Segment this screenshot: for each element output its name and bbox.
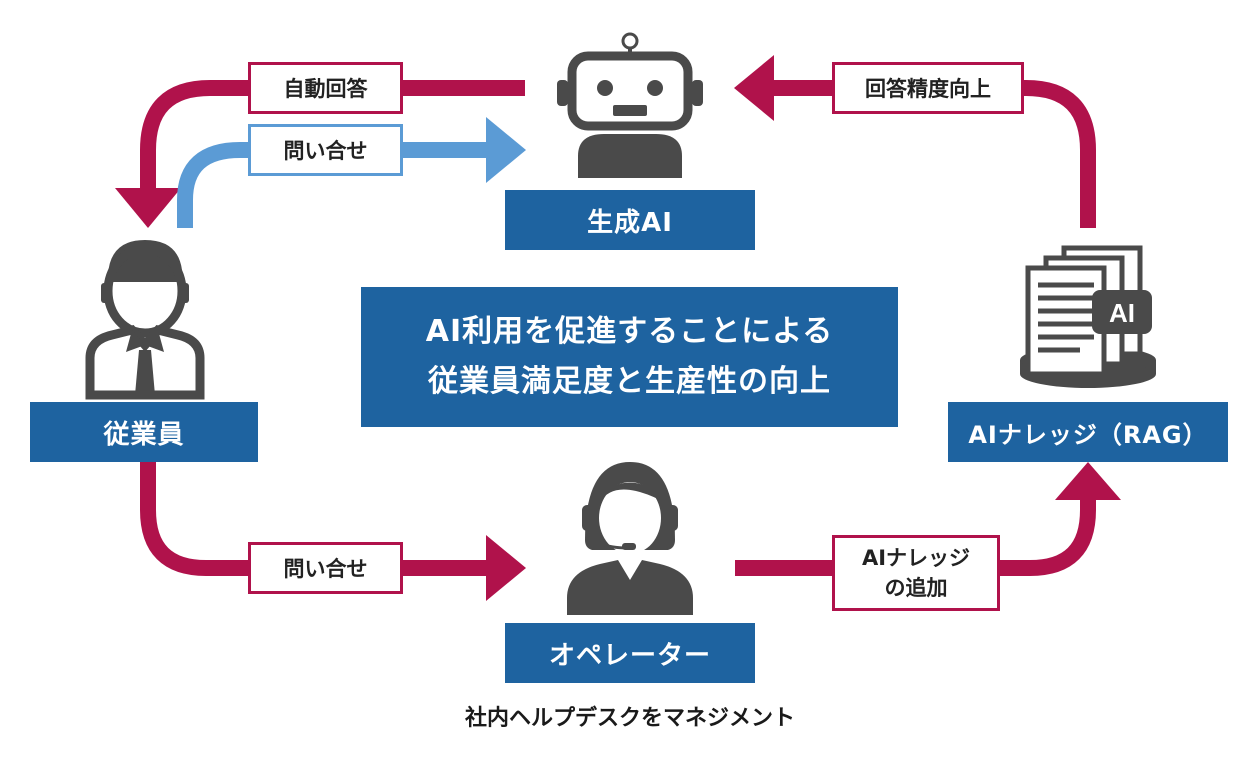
tag-add-knowledge-line2: の追加 [884,576,948,600]
businessman-icon [85,240,205,400]
center-message-line1: AI利用を促進することによる [425,314,834,349]
arrow-auto-answer [140,80,525,190]
headset-operator-icon [567,462,693,615]
arrow-inquiry-operator [140,462,490,576]
node-label-employee: 従業員 [30,402,258,462]
arrow-add-knowledge [735,500,1096,576]
arrowhead-auto-answer [115,188,181,228]
arrowhead-inquiry-ai [486,117,526,183]
node-label-knowledge: AIナレッジ（RAG） [948,402,1228,462]
arrow-inquiry-ai [177,142,490,228]
center-message-line2: 従業員満足度と生産性の向上 [428,364,831,399]
tag-add-knowledge: AIナレッジ の追加 [832,535,1000,611]
arrow-accuracy [770,80,1096,228]
tag-inquiry-operator: 問い合せ [248,542,403,594]
node-label-ai: 生成AI [505,190,755,250]
tag-add-knowledge-line1: AIナレッジ [861,546,971,570]
arrowhead-accuracy [734,55,774,121]
robot-icon [557,32,703,178]
tag-accuracy: 回答精度向上 [832,62,1024,114]
arrowhead-add-knowledge [1055,462,1121,500]
knowledge-badge-text: AI [1109,298,1135,328]
center-message: AI利用を促進することによる 従業員満足度と生産性の向上 [361,287,898,427]
node-label-operator: オペレーター [505,623,755,683]
tag-inquiry-ai: 問い合せ [248,124,403,176]
diagram-caption: 社内ヘルプデスクをマネジメント [464,706,795,731]
arrowhead-inquiry-operator [486,535,526,601]
tag-auto-answer: 自動回答 [248,62,403,114]
documents-ai-icon: AI [1020,245,1156,388]
